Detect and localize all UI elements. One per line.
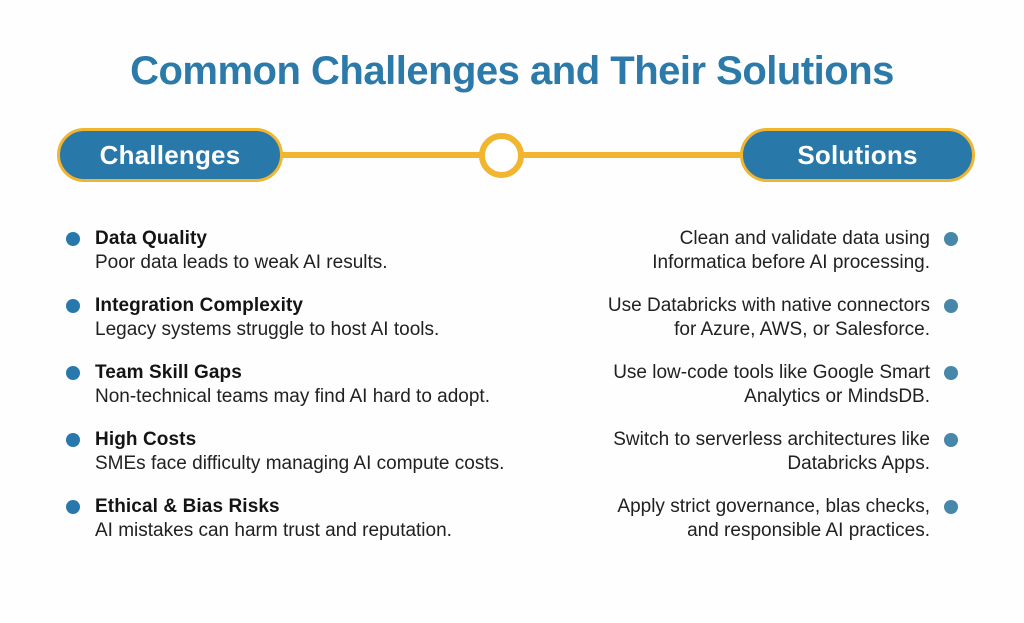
solution-item: Use Databricks with native connectors fo…: [500, 294, 958, 342]
solutions-column: Clean and validate data using Informatic…: [500, 227, 958, 562]
bullet-dot-icon: [66, 366, 80, 380]
challenge-description: Poor data leads to weak AI results.: [95, 252, 388, 273]
bullet-dot-icon: [944, 500, 958, 514]
solution-item: Use low-code tools like Google Smart Ana…: [500, 361, 958, 409]
solution-item: Clean and validate data using Informatic…: [500, 227, 958, 275]
timeline: Challenges Solutions: [0, 128, 1024, 182]
challenge-item: Integration Complexity Legacy systems st…: [66, 294, 546, 342]
challenge-title: Integration Complexity: [95, 295, 304, 316]
challenge-item: High Costs SMEs face difficulty managing…: [66, 428, 546, 476]
challenge-title: High Costs: [95, 429, 197, 450]
challenges-column: Data Quality Poor data leads to weak AI …: [66, 227, 546, 562]
challenge-title: Team Skill Gaps: [95, 362, 242, 383]
challenge-title: Data Quality: [95, 228, 208, 249]
solution-text: Switch to serverless architectures like …: [613, 429, 930, 474]
bullet-dot-icon: [944, 433, 958, 447]
challenge-text-block: Ethical & Bias Risks AI mistakes can har…: [95, 495, 452, 543]
challenge-description: SMEs face difficulty managing AI compute…: [95, 453, 505, 474]
challenge-item: Ethical & Bias Risks AI mistakes can har…: [66, 495, 546, 543]
bullet-dot-icon: [66, 433, 80, 447]
bullet-dot-icon: [944, 232, 958, 246]
bullet-dot-icon: [66, 232, 80, 246]
challenges-pill: Challenges: [57, 128, 283, 182]
bullet-dot-icon: [66, 299, 80, 313]
challenges-pill-label: Challenges: [99, 139, 241, 170]
connector-circle-icon: [479, 133, 524, 178]
challenge-title: Ethical & Bias Risks: [95, 496, 280, 517]
challenge-text-block: Integration Complexity Legacy systems st…: [95, 294, 439, 342]
solution-item: Switch to serverless architectures like …: [500, 428, 958, 476]
solution-text: Use Databricks with native connectors fo…: [607, 295, 930, 340]
challenge-text-block: Data Quality Poor data leads to weak AI …: [95, 227, 388, 275]
challenge-description: AI mistakes can harm trust and reputatio…: [95, 520, 452, 541]
solution-text: Use low-code tools like Google Smart Ana…: [613, 362, 930, 407]
solution-item: Apply strict governance, blas checks, an…: [500, 495, 958, 543]
challenge-text-block: Team Skill Gaps Non-technical teams may …: [95, 361, 490, 409]
solutions-pill-label: Solutions: [797, 139, 918, 170]
challenge-description: Legacy systems struggle to host AI tools…: [95, 319, 440, 340]
solutions-pill: Solutions: [740, 128, 975, 182]
solution-text: Apply strict governance, blas checks, an…: [617, 496, 930, 541]
solution-text: Clean and validate data using Informatic…: [652, 228, 930, 273]
bullet-dot-icon: [944, 299, 958, 313]
bullet-dot-icon: [944, 366, 958, 380]
challenge-item: Data Quality Poor data leads to weak AI …: [66, 227, 546, 275]
challenge-text-block: High Costs SMEs face difficulty managing…: [95, 428, 504, 476]
bullet-dot-icon: [66, 500, 80, 514]
challenge-item: Team Skill Gaps Non-technical teams may …: [66, 361, 546, 409]
page-title: Common Challenges and Their Solutions: [130, 49, 894, 93]
challenge-description: Non-technical teams may find AI hard to …: [95, 386, 490, 407]
